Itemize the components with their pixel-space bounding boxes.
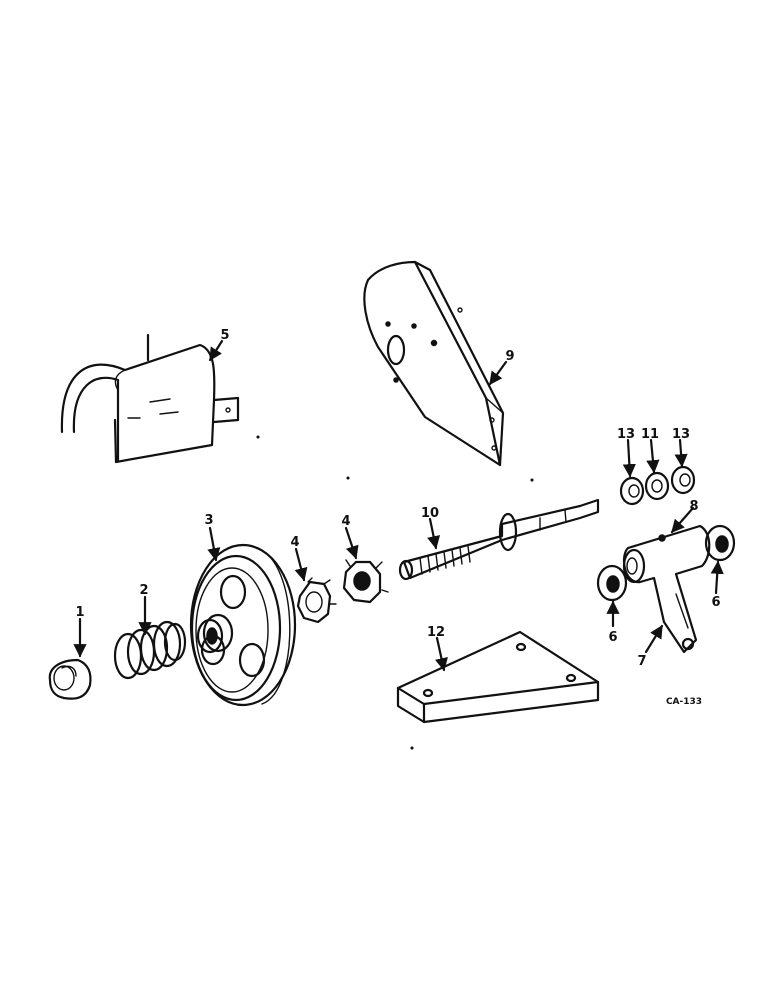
belt-shield-part: [60, 333, 240, 464]
callout-labels: 1 2 3 4 4 5 6 6 7 8 9 10 11 12 13 13: [75, 328, 720, 669]
leader-arrows: [73, 339, 724, 672]
spring-part: [113, 620, 187, 680]
washer-part: [644, 471, 670, 501]
callout-6b: 6: [711, 595, 720, 610]
callout-13b: 13: [672, 427, 690, 442]
lock-nut-part-2: [670, 465, 696, 495]
bearing-housing-part: [622, 524, 711, 654]
callout-12: 12: [427, 625, 445, 640]
callout-13a: 13: [617, 427, 635, 442]
clutch-half-part-1: [296, 577, 337, 624]
guard-plate-part: [363, 260, 505, 467]
lock-nut-part-1: [619, 476, 645, 506]
pulley-part: [189, 543, 297, 707]
hub-nut-part: [48, 658, 92, 700]
callout-2: 2: [139, 583, 148, 598]
mounting-plate-part: [396, 630, 600, 724]
callout-8: 8: [689, 499, 698, 514]
clutch-half-part-2: [342, 559, 389, 604]
callout-7: 7: [637, 654, 646, 669]
callout-4b: 4: [341, 514, 350, 529]
bearing-part-1: [596, 564, 628, 602]
callout-3: 3: [204, 513, 213, 528]
callout-9: 9: [505, 349, 514, 364]
drawing-code: CA-133: [666, 697, 702, 707]
drive-shaft-part: [398, 498, 600, 581]
callout-6a: 6: [608, 630, 617, 645]
callout-11: 11: [641, 427, 659, 442]
callout-10: 10: [421, 506, 439, 521]
callout-4a: 4: [290, 535, 299, 550]
bearing-part-2: [704, 524, 736, 562]
callout-5: 5: [220, 328, 229, 343]
callout-1: 1: [75, 605, 84, 620]
